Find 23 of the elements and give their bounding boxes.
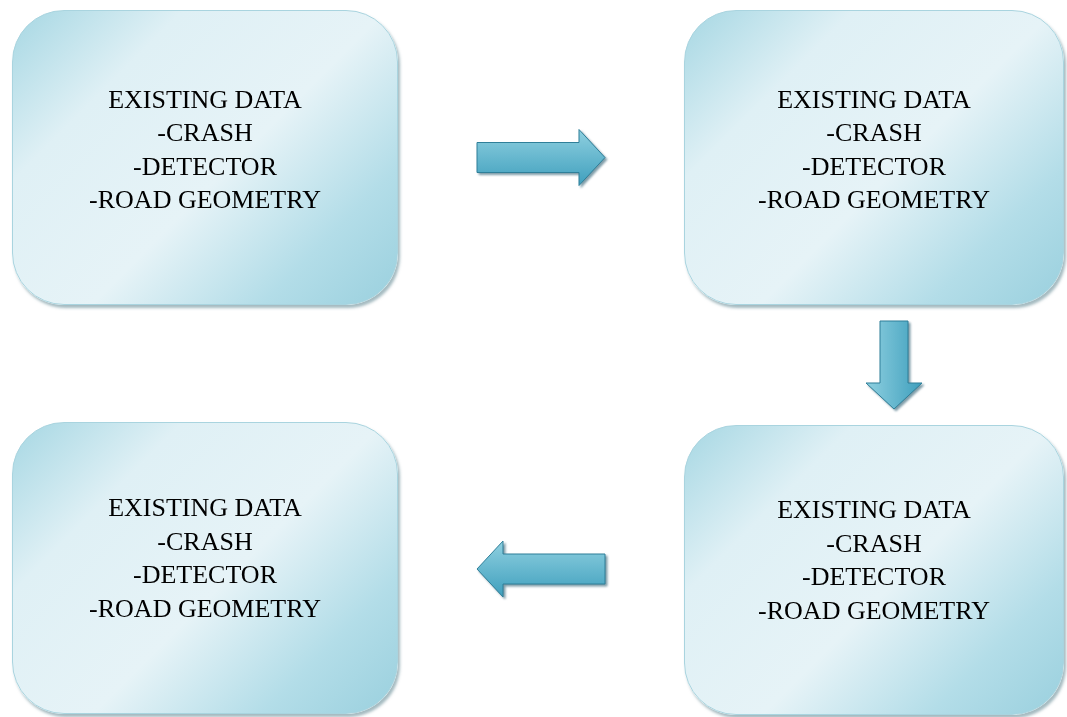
box-text: -CRASH xyxy=(825,527,923,560)
box-text: -DETECTOR xyxy=(801,561,947,593)
box-text: EXISTING DATA xyxy=(107,83,303,116)
box-text: -ROAD GEOMETRY xyxy=(758,594,990,627)
box-text: EXISTING DATA xyxy=(776,494,972,526)
box-text: EXISTING DATA xyxy=(107,492,303,524)
box-text: EXISTING DATA xyxy=(776,83,972,116)
box-text: -DETECTOR xyxy=(801,150,947,183)
box-text: -DETECTOR xyxy=(132,150,278,183)
box-text: -DETECTOR xyxy=(132,559,278,591)
process-box xyxy=(12,10,398,305)
box-text: -CRASH xyxy=(825,117,923,149)
process-box xyxy=(12,422,398,714)
process-box xyxy=(684,425,1064,715)
box-text: -CRASH xyxy=(156,117,254,149)
box-text: -ROAD GEOMETRY xyxy=(89,592,321,625)
block-arrow xyxy=(476,129,606,186)
box-text: -ROAD GEOMETRY xyxy=(89,184,321,216)
box-text: -CRASH xyxy=(156,525,254,558)
block-arrow xyxy=(476,540,606,598)
box-text: -ROAD GEOMETRY xyxy=(758,184,990,216)
block-arrow xyxy=(865,320,923,410)
process-box xyxy=(684,10,1064,305)
